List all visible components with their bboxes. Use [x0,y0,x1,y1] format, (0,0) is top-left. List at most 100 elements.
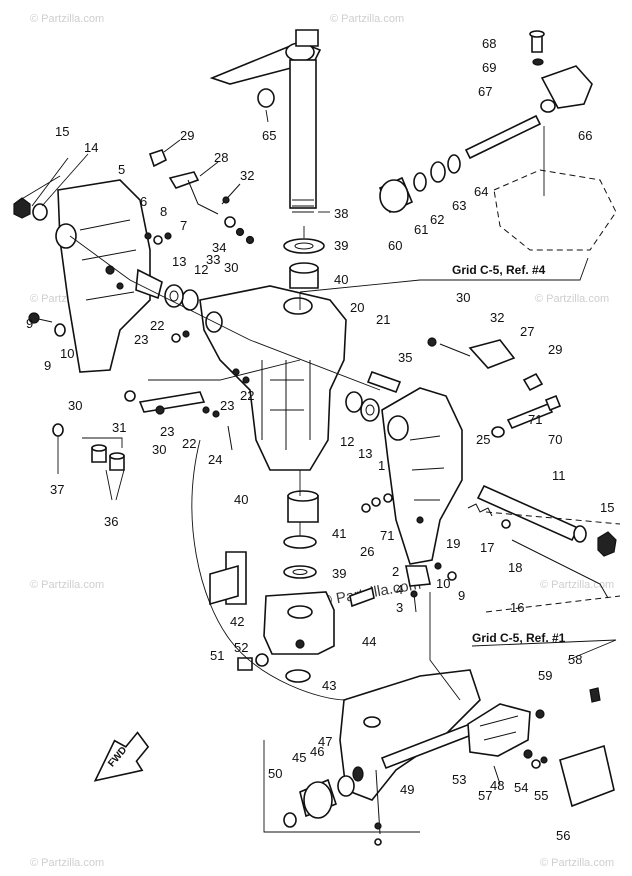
callout-13-b: 13 [358,446,372,461]
callout-40-a: 40 [334,272,348,287]
callout-55: 55 [534,788,548,803]
part-41-washer [283,535,317,549]
callout-22-a: 22 [150,318,164,333]
inset-detail [209,551,247,606]
callout-4: 4 [396,582,403,597]
callout-24: 24 [208,452,222,467]
callout-47: 47 [318,734,332,749]
part-35-pin [366,370,402,394]
callout-65: 65 [262,128,276,143]
part-45-mount [283,778,337,828]
callout-12-a: 12 [194,262,208,277]
callout-25: 25 [476,432,490,447]
part-9-10-right [434,562,457,581]
callout-numbers: 15 14 5 29 28 32 6 8 7 34 33 30 13 12 65… [26,36,614,843]
callout-31: 31 [112,420,126,435]
callout-38: 38 [334,206,348,221]
right-clamp-bracket [381,387,463,565]
parts-68-69 [529,30,545,66]
callout-35: 35 [398,350,412,365]
callout-9-b: 9 [44,358,51,373]
callout-69: 69 [482,60,496,75]
watermark-mid-right: © Partzilla.com [535,293,609,305]
callout-42: 42 [230,614,244,629]
callout-2: 2 [392,564,399,579]
callout-52: 52 [234,640,248,655]
part-66-67-mount [540,65,593,113]
watermark-bottom-left: © Partzilla.com [30,857,104,869]
tilt-shaft-31 [124,390,206,415]
parts-26-71 [361,493,393,513]
callout-66: 66 [578,128,592,143]
callout-37: 37 [50,482,64,497]
part-56-plate [559,744,615,808]
callout-46: 46 [310,744,324,759]
part-40-bushing-top [289,262,319,289]
steering-shaft [209,29,330,213]
watermark-top-left: © Partzilla.com [30,13,104,25]
callout-33: 33 [206,252,220,267]
callout-56: 56 [556,828,570,843]
callout-23-c: 23 [220,398,234,413]
callout-70: 70 [548,432,562,447]
callout-58: 58 [568,652,582,667]
parts-46-47 [337,766,382,846]
callout-54: 54 [514,780,528,795]
callout-18: 18 [508,560,522,575]
part-43-ring [285,669,311,683]
parts-61-62-63 [413,154,461,192]
part-28-lever [168,161,219,215]
parts-6-7-8 [144,232,172,245]
forward-arrow: FWD [93,731,150,782]
callout-30-b: 30 [68,398,82,413]
callout-15-b: 15 [600,500,614,515]
part-60-bushing [378,176,414,214]
callout-6: 6 [140,194,147,209]
callout-30-a: 30 [224,260,238,275]
callout-21: 21 [376,312,390,327]
callout-50: 50 [268,766,282,781]
callout-23-a: 23 [134,332,148,347]
part-37 [52,423,64,474]
part-2-block [405,565,431,587]
callout-67: 67 [478,84,492,99]
callout-40-b: 40 [234,492,248,507]
callout-34: 34 [212,240,226,255]
callout-39-a: 39 [334,238,348,253]
part-39-washer-bottom [283,565,317,579]
callout-44: 44 [362,634,376,649]
swivel-bracket [199,285,347,471]
callout-32-b: 32 [490,310,504,325]
callout-17: 17 [480,540,494,555]
part-53-bracket [467,703,531,757]
parts-4-3 [410,590,418,613]
part-12-13-left [164,284,199,311]
callout-51: 51 [210,648,224,663]
callout-60: 60 [388,238,402,253]
callout-41: 41 [332,526,346,541]
callout-12-b: 12 [340,434,354,449]
callout-23-b: 23 [160,424,174,439]
callout-43: 43 [322,678,336,693]
part-15-14 [13,153,89,221]
callout-28: 28 [214,150,228,165]
callout-71-a: 71 [528,412,542,427]
part-17-18-rod [501,519,609,599]
callout-10-b: 10 [436,576,450,591]
callout-57: 57 [478,788,492,803]
callout-11: 11 [552,468,566,483]
callout-22-b: 22 [182,436,196,451]
callout-26: 26 [360,544,374,559]
callout-20: 20 [350,300,364,315]
callout-53: 53 [452,772,466,787]
part-64-rod [464,114,542,160]
watermark-lower-left: © Partzilla.com [30,579,104,591]
grid-reference-c5-4: Grid C-5, Ref. #4 [452,263,546,277]
callout-9-a: 9 [26,316,33,331]
callout-68: 68 [482,36,496,51]
parts-51-52 [237,653,269,671]
part-24-pin [227,425,233,451]
part-39-washer-top [283,238,325,254]
callout-30-d: 30 [456,290,470,305]
callout-45: 45 [292,750,306,765]
